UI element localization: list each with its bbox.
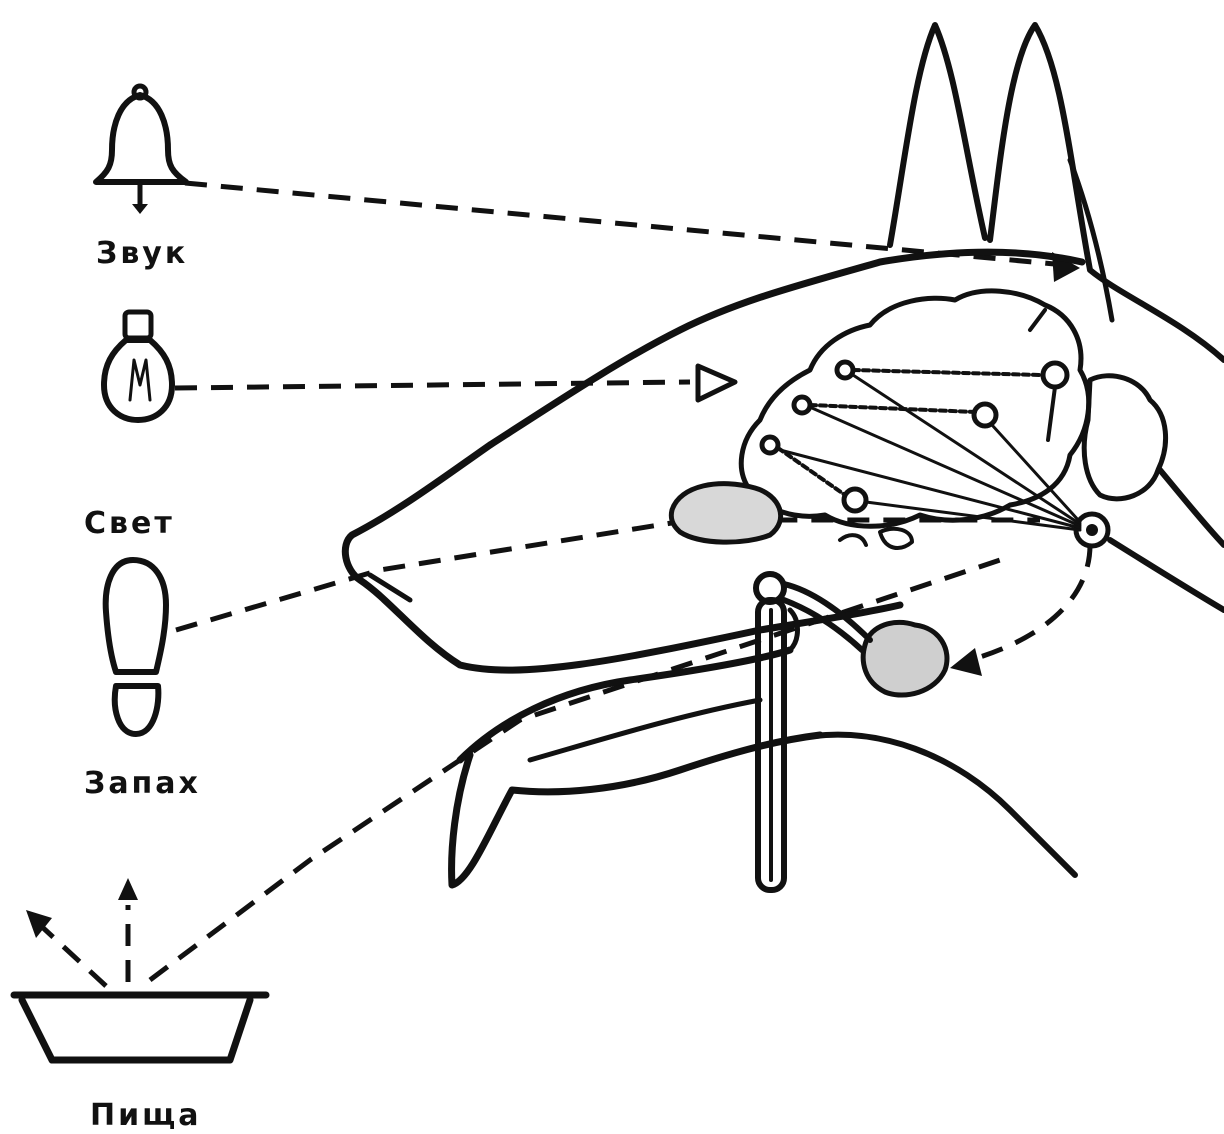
arrow-head-light (698, 366, 735, 400)
label-light: Свет (84, 506, 175, 541)
label-sound: Звук (96, 236, 188, 271)
label-food: Пища (90, 1098, 202, 1133)
neuron (762, 437, 778, 453)
stimulus-arrows (26, 183, 1080, 986)
brain (741, 291, 1165, 546)
neuron (794, 397, 810, 413)
neuron (1043, 363, 1067, 387)
arrow-head-gland (950, 648, 982, 676)
neuron (837, 362, 853, 378)
arrow-head-food-up (118, 878, 138, 900)
neuron (974, 404, 996, 426)
light-bulb-icon (104, 312, 172, 420)
neuron (844, 489, 866, 511)
footprint-icon (106, 560, 166, 734)
food-bowl-icon (14, 995, 266, 1060)
bell-icon (96, 86, 186, 214)
salivary-gland (863, 545, 1090, 695)
label-smell: Запах (84, 766, 201, 801)
